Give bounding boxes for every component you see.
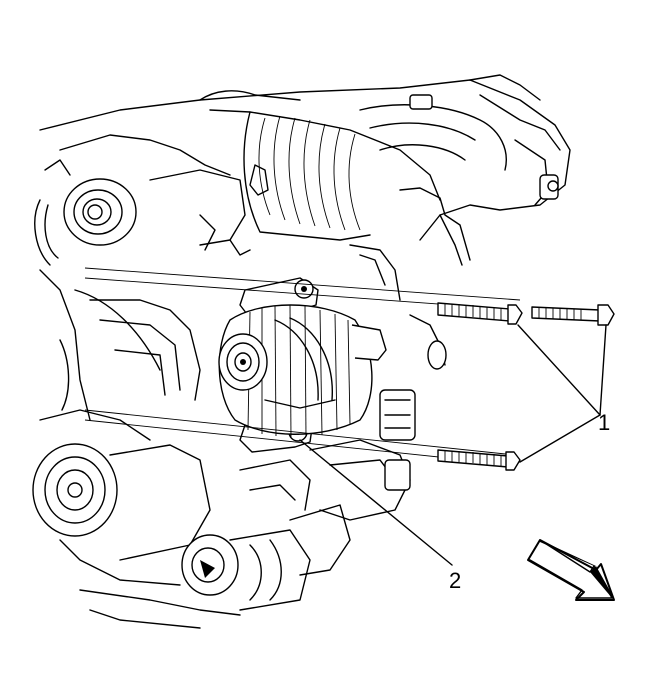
callout-1-label: 1 — [598, 410, 611, 435]
leader-lines — [299, 324, 607, 566]
ac-compressor — [32, 443, 211, 586]
supercharger-assembly — [39, 74, 571, 266]
starter-motor — [79, 504, 351, 629]
engine-block-left — [39, 269, 201, 441]
callout-2-label: 2 — [449, 568, 462, 593]
generator — [218, 277, 387, 453]
mounting-bolts — [84, 267, 615, 471]
engine-block-right — [239, 244, 447, 521]
idler-pulley — [34, 178, 137, 266]
direction-arrow-icon — [527, 539, 615, 601]
